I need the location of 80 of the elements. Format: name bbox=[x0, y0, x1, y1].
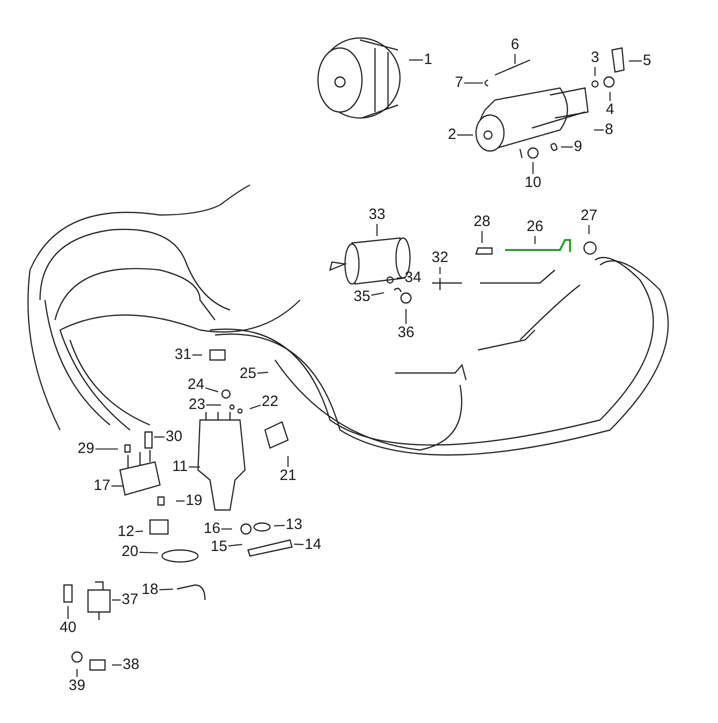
leader-line bbox=[629, 60, 642, 62]
callout-number: 32 bbox=[432, 250, 448, 266]
leader-line bbox=[287, 456, 289, 467]
leader-line bbox=[588, 225, 590, 234]
callout-number: 29 bbox=[78, 441, 94, 457]
callout-number: 18 bbox=[142, 582, 158, 598]
leader-line bbox=[95, 448, 118, 450]
callout-number: 16 bbox=[204, 521, 220, 537]
leader-line bbox=[457, 134, 473, 136]
leader-line bbox=[112, 599, 121, 601]
callout-number: 22 bbox=[262, 394, 278, 410]
callout-number: 25 bbox=[240, 366, 256, 382]
callout-number: 6 bbox=[510, 37, 520, 53]
leader-line bbox=[221, 528, 232, 530]
callout-number: 35 bbox=[354, 289, 370, 305]
leader-line bbox=[192, 354, 202, 356]
leader-line bbox=[481, 231, 483, 243]
leader-line bbox=[206, 404, 221, 406]
leader-line bbox=[188, 466, 200, 468]
callout-number: 30 bbox=[166, 429, 182, 445]
leader-line bbox=[594, 129, 604, 131]
callout-number: 11 bbox=[172, 459, 188, 475]
callout-number: 38 bbox=[122, 657, 140, 673]
callout-number: 14 bbox=[304, 537, 322, 553]
leader-line bbox=[464, 82, 483, 84]
leader-line bbox=[532, 162, 534, 174]
callout-number: 33 bbox=[368, 207, 386, 223]
callout-number: 34 bbox=[404, 270, 422, 286]
leader-line bbox=[67, 606, 69, 619]
leader-line bbox=[371, 292, 384, 296]
leader-line bbox=[397, 277, 404, 279]
leader-line bbox=[205, 387, 218, 392]
leader-line bbox=[159, 588, 174, 590]
callout-number: 4 bbox=[606, 102, 614, 118]
callout-number: 10 bbox=[524, 175, 542, 191]
callout-number: 21 bbox=[280, 468, 296, 484]
leader-line bbox=[228, 544, 242, 546]
callout-number: 5 bbox=[642, 53, 652, 69]
leader-line bbox=[534, 236, 536, 244]
callout-number: 8 bbox=[604, 122, 614, 138]
callout-number: 37 bbox=[122, 592, 138, 608]
callout-number: 15 bbox=[210, 539, 228, 555]
callout-number: 2 bbox=[448, 127, 456, 143]
leader-line bbox=[561, 146, 573, 148]
callout-number: 3 bbox=[590, 50, 600, 66]
leader-line bbox=[257, 372, 268, 374]
callout-number: 12 bbox=[118, 524, 134, 540]
leader-line bbox=[594, 67, 596, 76]
leader-line bbox=[609, 92, 611, 101]
callout-number: 27 bbox=[580, 208, 598, 224]
callout-number: 20 bbox=[122, 544, 138, 560]
callout-number: 26 bbox=[526, 219, 544, 235]
leader-line bbox=[409, 59, 423, 61]
leader-line bbox=[250, 404, 261, 410]
callout-number: 28 bbox=[474, 214, 490, 230]
leader-line bbox=[112, 664, 122, 666]
leader-line bbox=[274, 524, 285, 526]
callout-number: 39 bbox=[68, 678, 86, 694]
leader-line bbox=[439, 267, 441, 274]
callout-number: 17 bbox=[94, 478, 110, 494]
callout-number: 1 bbox=[424, 52, 432, 68]
callout-number: 40 bbox=[60, 620, 76, 636]
leader-line bbox=[139, 552, 158, 554]
leader-line bbox=[405, 309, 407, 324]
leader-line bbox=[135, 530, 144, 532]
callout-number: 9 bbox=[574, 139, 582, 155]
callout-number: 13 bbox=[286, 517, 302, 533]
callout-number: 36 bbox=[398, 325, 414, 341]
callout-number: 7 bbox=[454, 75, 464, 91]
leader-line bbox=[376, 224, 378, 236]
callout-number: 23 bbox=[188, 397, 206, 413]
callout-number: 31 bbox=[174, 347, 192, 363]
callout-number: 19 bbox=[186, 493, 202, 509]
leader-line bbox=[111, 485, 124, 487]
leader-line bbox=[76, 669, 78, 677]
leader-line bbox=[154, 436, 165, 438]
leader-line bbox=[294, 544, 304, 546]
leader-line bbox=[176, 500, 185, 502]
leader-line bbox=[514, 54, 516, 64]
callout-number: 24 bbox=[188, 377, 204, 393]
